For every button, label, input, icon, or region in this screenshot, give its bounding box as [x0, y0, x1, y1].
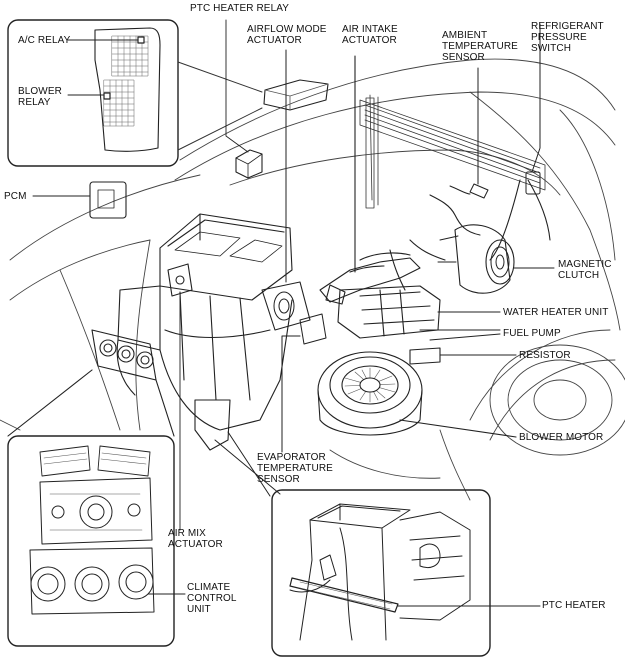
- label-pcm: PCM: [4, 191, 27, 202]
- climate-control-panel: [7, 329, 175, 437]
- vehicle-body-outline: [0, 58, 625, 501]
- label-air-mix-actuator: AIR MIX ACTUATOR: [168, 528, 223, 550]
- label-ptc-heater: PTC HEATER: [542, 600, 606, 611]
- label-ambient-temperature-sensor: AMBIENT TEMPERATURE SENSOR: [442, 30, 518, 63]
- compressor: [437, 224, 555, 294]
- label-ptc-heater-relay: PTC HEATER RELAY: [190, 3, 290, 14]
- refrigerant-pressure-switch-part: [525, 23, 541, 195]
- ptc-heater-relay-box: [263, 79, 329, 111]
- evaporator-temperature-sensor-part: [281, 313, 327, 453]
- pcm-box: [32, 181, 127, 219]
- label-fuel-pump: FUEL PUMP: [503, 328, 561, 339]
- ptc-heater-relay-part: [225, 19, 263, 179]
- label-blower-motor: BLOWER MOTOR: [519, 432, 604, 443]
- label-evaporator-temperature-sensor: EVAPORATOR TEMPERATURE SENSOR: [257, 452, 333, 485]
- condenser: [359, 94, 546, 209]
- label-blower-relay: BLOWER RELAY: [18, 86, 62, 108]
- blower-motor-part: [317, 347, 517, 438]
- label-resistor: RESISTOR: [519, 350, 571, 361]
- relay-box-inset: [7, 19, 263, 167]
- label-refrigerant-pressure-switch: REFRIGERANT PRESSURE SWITCH: [531, 21, 604, 54]
- ptc-heater-inset: [214, 431, 541, 657]
- label-air-intake-actuator: AIR INTAKE ACTUATOR: [342, 24, 398, 46]
- label-airflow-mode-actuator: AIRFLOW MODE ACTUATOR: [247, 24, 327, 46]
- label-water-heater-unit: WATER HEATER UNIT: [503, 307, 609, 318]
- fuel-pump-leader: [429, 333, 501, 341]
- label-magnetic-clutch: MAGNETIC CLUTCH: [558, 259, 612, 281]
- air-intake-actuator-part: [319, 55, 421, 305]
- water-heater-unit-part: [337, 285, 501, 339]
- label-ac-relay: A/C RELAY: [18, 35, 71, 46]
- dashboard-inset: [7, 435, 186, 647]
- airflow-mode-actuator-part: [261, 49, 311, 331]
- refrigerant-lines: [359, 179, 551, 291]
- label-climate-control-unit: CLIMATE CONTROL UNIT: [187, 582, 237, 615]
- ambient-temperature-sensor-part: [449, 67, 489, 199]
- hvac-unit: [116, 213, 293, 451]
